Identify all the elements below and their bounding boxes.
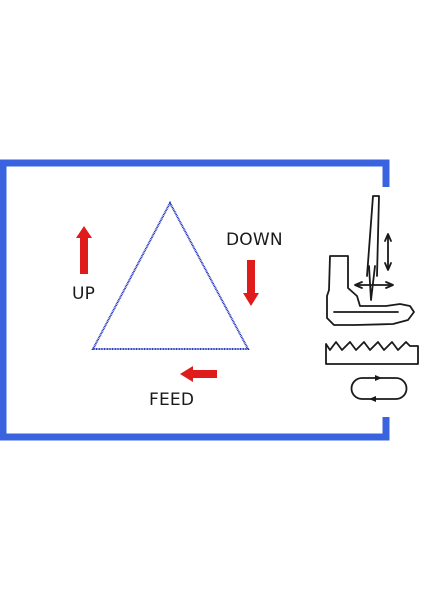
label-feed: FEED (149, 390, 195, 410)
motion-triangle (91, 200, 250, 350)
sewing-mechanism-icon (325, 195, 419, 400)
label-down: DOWN (226, 230, 283, 250)
up-arrow-icon (76, 226, 92, 274)
label-up: UP (72, 284, 96, 304)
feed-arrow-icon (180, 366, 217, 382)
loop-arrowheads (369, 375, 382, 402)
frame-border (0, 159, 390, 441)
down-arrow-icon (243, 260, 259, 306)
